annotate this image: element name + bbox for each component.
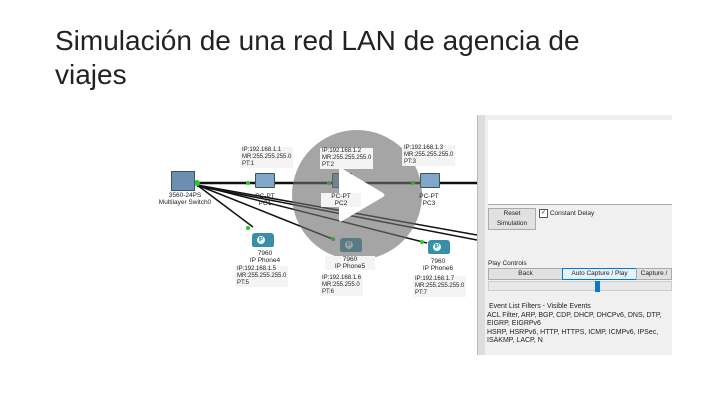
constant-delay-checkbox[interactable]: ✓	[539, 209, 548, 218]
ip-phone4-icon[interactable]: IP	[252, 233, 274, 247]
event-filters-title: Event List Filters - Visible Events	[489, 303, 591, 310]
phone4-name: IP Phone4	[249, 257, 281, 264]
event-filters-line1: ACL Filter, ARP, BGP, CDP, DHCP, DHCPv6,…	[487, 312, 662, 327]
slide-title: Simulación de una red LAN de agencia de …	[55, 25, 580, 90]
canvas-scrollbar[interactable]	[477, 115, 486, 355]
speed-slider[interactable]	[488, 281, 672, 292]
phone5-model: 7960	[342, 256, 358, 263]
auto-capture-play-button[interactable]: Auto Capture / Play	[562, 268, 637, 280]
switch-model: 3560-24PS	[168, 192, 202, 199]
multilayer-switch-icon[interactable]	[171, 171, 195, 191]
pc1-name: PC1	[258, 200, 272, 207]
pc3-icon[interactable]	[420, 173, 440, 188]
play-controls-label: Play Controls	[488, 260, 527, 267]
phone4-model: 7960	[257, 250, 273, 257]
play-icon	[339, 167, 385, 222]
event-filters-line2: HSRP, HSRPv6, HTTP, HTTPS, ICMP, ICMPv6,…	[487, 329, 659, 344]
event-list-area	[488, 120, 672, 205]
phone5-name: IP Phone5	[334, 263, 366, 270]
simulation-panel: Reset Simulation ✓ Constant Delay Play C…	[485, 115, 672, 355]
back-button[interactable]: Back	[488, 268, 563, 280]
switch-name: Multilayer Switch0	[158, 199, 212, 206]
reset-simulation-button[interactable]: Reset Simulation	[488, 208, 536, 230]
ip-phone6-icon[interactable]: IP	[428, 240, 450, 254]
constant-delay-label: Constant Delay	[549, 210, 595, 218]
phone6-name: IP Phone6	[422, 265, 454, 272]
capture-forward-button[interactable]: Capture /	[636, 268, 672, 280]
pc2-name: PC2	[334, 200, 348, 207]
slider-thumb[interactable]	[595, 281, 600, 292]
pc1-icon[interactable]	[255, 173, 275, 188]
pc1-type: PC-PT	[255, 193, 275, 200]
pc2-type: PC-PT	[331, 193, 351, 200]
pc3-type: PC-PT	[419, 193, 439, 200]
pc3-name: PC3	[422, 200, 436, 207]
phone6-model: 7960	[430, 258, 446, 265]
